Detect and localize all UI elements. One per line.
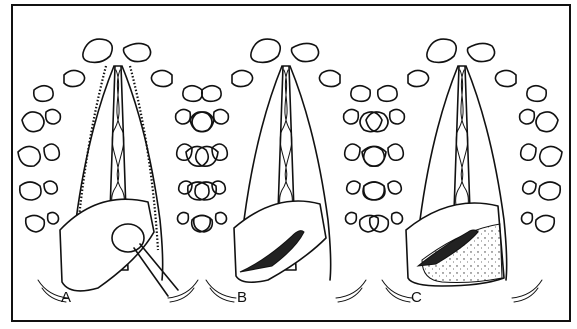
panel-label-c: C (411, 290, 422, 305)
panel-a (18, 39, 218, 302)
panel-c (362, 39, 562, 302)
panel-label-b: B (237, 290, 247, 305)
panel-label-a: A (61, 290, 71, 305)
panel-b (186, 39, 386, 302)
